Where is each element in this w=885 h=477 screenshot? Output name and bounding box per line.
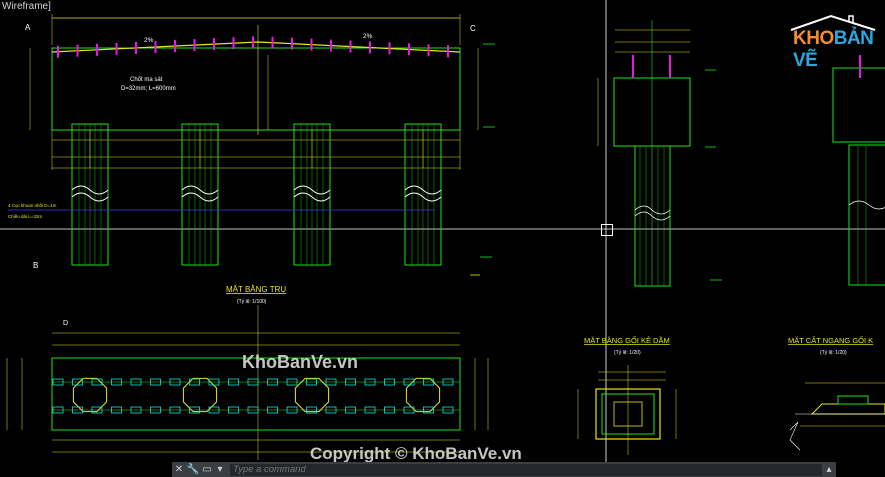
dowel-symbol	[72, 378, 83, 386]
command-history-icon[interactable]: ▭	[202, 464, 212, 475]
plan-bearing-title: MẶT BẰNG GỐI KÊ DẦM	[584, 335, 670, 345]
dowel-symbol	[325, 406, 337, 414]
logo-part-2: BẢN VẼ	[793, 28, 874, 71]
cross-section-scale: (Tỷ lệ: 1/20)	[820, 349, 847, 356]
pier-plan	[6, 305, 489, 460]
dowel-symbol	[423, 406, 434, 414]
dowel-symbol	[169, 406, 181, 414]
dowel-symbol	[247, 406, 259, 414]
dowel-symbol	[130, 378, 142, 386]
dowel-symbol	[189, 406, 200, 414]
dowel-symbol	[91, 406, 103, 414]
pile-outline	[294, 377, 330, 413]
marker-c: C	[470, 24, 476, 33]
dowel-symbol	[72, 406, 83, 414]
plan-pier-title: MẶT BẰNG TRỤ	[226, 285, 286, 294]
dowel-symbol	[228, 406, 239, 414]
dowel-symbol	[403, 378, 415, 386]
dowel-symbol	[52, 378, 64, 386]
dowel-symbol	[403, 406, 415, 414]
dowel-symbol	[345, 378, 356, 386]
house-roof-icon	[790, 14, 876, 31]
dowel-symbol	[384, 378, 395, 386]
watermark-copyright: Copyright © KhoBanVe.vn	[310, 444, 522, 463]
dowel-symbol	[364, 378, 376, 386]
dowel-symbol	[208, 406, 220, 414]
pile	[404, 123, 442, 266]
plan-bearing-scale: (Tỷ lệ: 1/20)	[614, 349, 641, 356]
dowel-symbol	[169, 378, 181, 386]
pier-side-view	[597, 20, 885, 287]
dowel-symbol	[384, 406, 395, 414]
dowel-symbol	[189, 378, 200, 386]
dowel-symbol	[150, 378, 161, 386]
command-input[interactable]	[230, 463, 822, 476]
dowel-symbol	[52, 406, 64, 414]
dowel-symbol	[442, 406, 454, 414]
dowel-symbol	[228, 378, 239, 386]
marker-d: D	[63, 320, 68, 327]
dowel-symbol	[208, 378, 220, 386]
wrench-icon[interactable]: 🔧	[186, 464, 200, 475]
dowel-symbol	[130, 406, 142, 414]
viewport-label[interactable]: Wireframe]	[2, 1, 51, 12]
dowel-symbol	[306, 406, 317, 414]
dowel-symbol	[111, 406, 122, 414]
dowel-symbol	[150, 406, 161, 414]
dowel-symbol	[306, 378, 317, 386]
pile	[293, 123, 331, 266]
pile-note-1: 4 Cọc khoan nhồi D=1m	[8, 203, 57, 208]
watermark-main: KhoBanVe.vn	[242, 352, 359, 372]
dowel-spec: D=32mm; L=600mm	[121, 86, 176, 92]
command-line-bar: ✕ 🔧 ▭ ▾ ▴	[172, 462, 836, 477]
dowel-name: Chốt ma sát	[130, 77, 163, 83]
close-icon[interactable]: ✕	[174, 464, 184, 475]
dowel-symbol	[267, 406, 278, 414]
cursor-pickbox	[601, 224, 613, 236]
dowel-symbol	[111, 378, 122, 386]
dowel-symbol	[364, 406, 376, 414]
slope-left: 2%	[144, 37, 154, 44]
dowel-symbol	[247, 378, 259, 386]
cross-section-title: MẶT CẮT NGANG GỐI K	[788, 335, 873, 345]
kho-ban-ve-logo: KHOBẢN VẼ	[787, 10, 879, 71]
pile-outline	[405, 377, 441, 413]
dowel-symbol	[423, 378, 434, 386]
slope-right: 2%	[363, 33, 373, 40]
dropdown-arrow-icon[interactable]: ▾	[217, 464, 223, 475]
pier-elevation	[8, 14, 495, 276]
dowel-symbol	[442, 378, 454, 386]
marker-a: A	[25, 23, 31, 32]
marker-b: B	[33, 261, 38, 270]
dowel-symbol	[286, 406, 298, 414]
logo-part-1: KHO	[793, 28, 834, 49]
dowel-symbol	[91, 378, 103, 386]
scroll-up-icon[interactable]: ▴	[826, 464, 832, 475]
dowel-symbol	[345, 406, 356, 414]
bearing-plan	[577, 365, 677, 455]
bearing-section	[789, 382, 885, 451]
pile	[181, 123, 219, 266]
pile	[71, 123, 109, 266]
dowel-symbol	[325, 378, 337, 386]
dowel-symbol	[286, 378, 298, 386]
plan-pier-scale: (Tỷ lệ: 1/100)	[237, 298, 267, 305]
pile-note-2: Chiều dài L=32m	[8, 214, 42, 219]
dowel-symbol	[267, 378, 278, 386]
